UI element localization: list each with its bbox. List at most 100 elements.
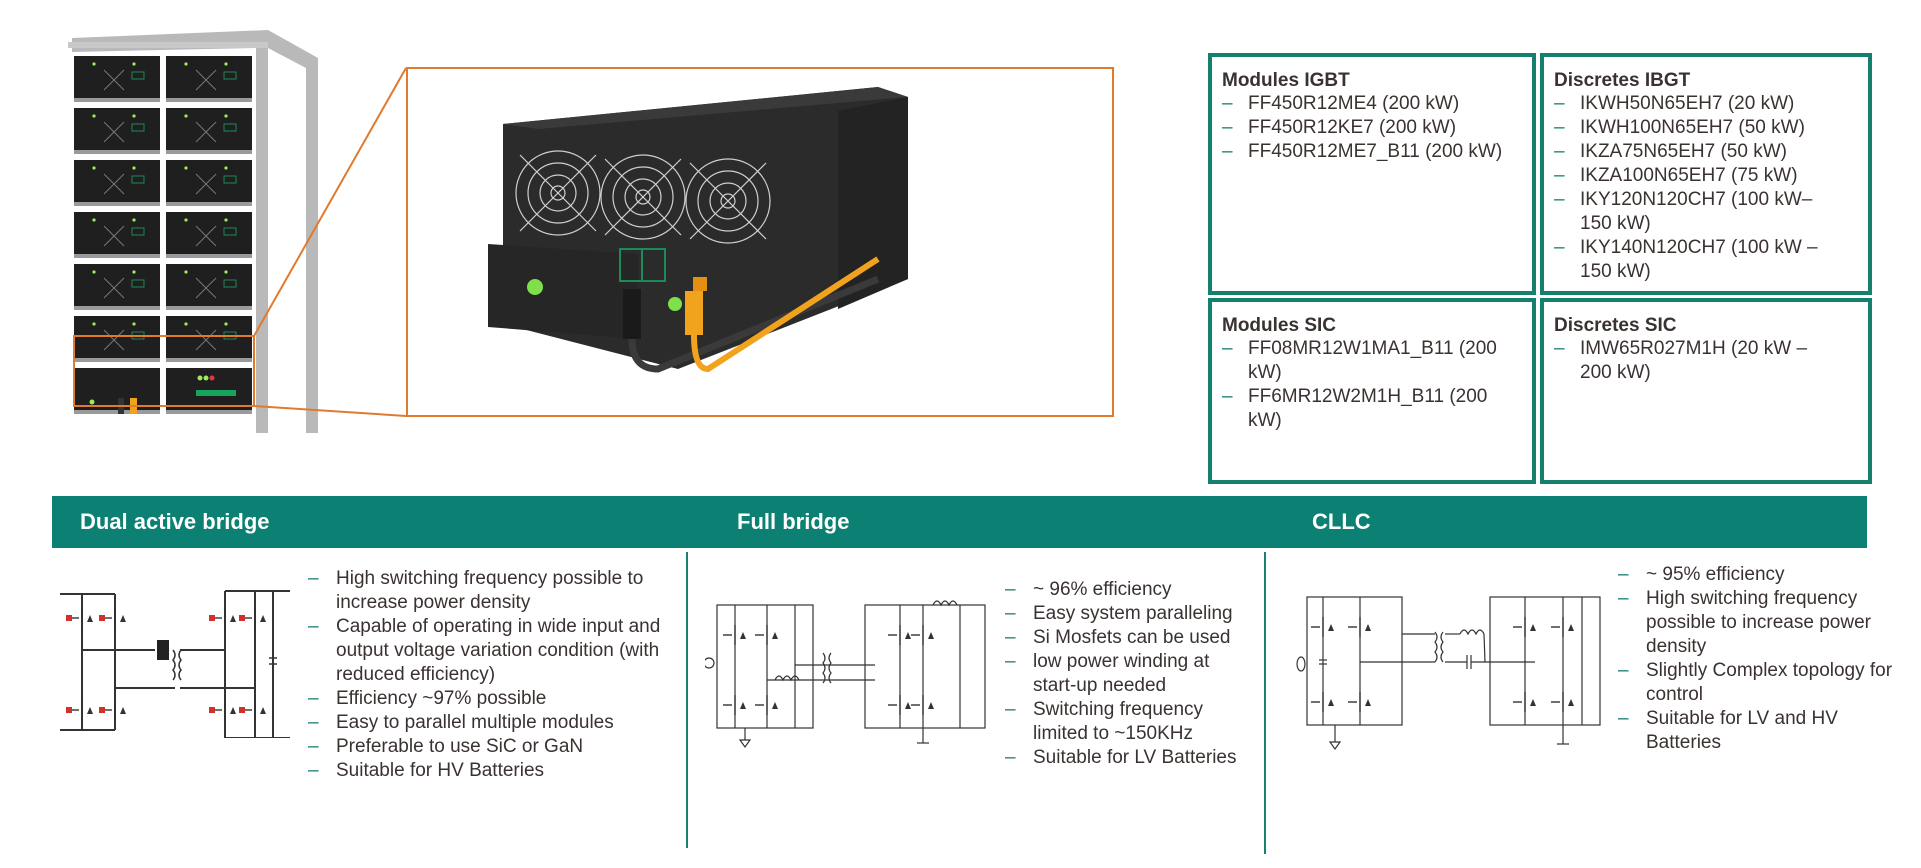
mosfet-symbol [1311,692,1334,712]
dash-bullet-icon: – [1005,627,1016,648]
list-item: –High switching frequency possible to in… [308,568,644,613]
list-item: –FF6MR12W2M1H_B11 (200 kW) [1222,386,1488,431]
modules-sic-box: Modules SIC –FF08MR12W1MA1_B11 (200 kW) … [1208,298,1536,484]
list-item: –FF450R12KE7 (200 kW) [1222,117,1457,138]
rack-module [166,264,252,310]
dash-bullet-icon: – [1005,603,1016,624]
list-item: –High switching frequency possible to in… [1618,588,1871,657]
power-converter-unit-icon [488,87,908,373]
dab-schematic [60,590,290,738]
mosfet-symbol [1513,692,1536,712]
dash-bullet-icon: – [308,616,319,637]
list-item: –IKWH100N65EH7 (50 kW) [1554,117,1805,138]
dash-bullet-icon: – [1618,588,1629,609]
fan-icon [515,150,601,236]
list-item: –Si Mosfets can be used [1005,627,1231,648]
list-item: –Switching frequency limited to ~150KHz [1005,699,1204,744]
list-item: –low power winding at start-up needed [1005,651,1210,696]
dash-bullet-icon: – [1554,189,1565,210]
rack-module [74,160,160,206]
dash-bullet-icon: – [308,760,319,781]
discretes-sic-box: Discretes SIC –IMW65R027M1H (20 kW – 200… [1540,298,1872,484]
dab-feature-list: –High switching frequency possible to in… [308,567,678,783]
dash-bullet-icon: – [308,568,319,589]
rack-module [166,56,252,102]
box-title: Discretes SIC [1554,315,1677,336]
dash-bullet-icon: – [1222,141,1233,162]
mosfet-symbol [239,608,266,628]
rack-module [166,368,252,414]
mosfet-symbol [888,625,911,645]
list-item: –Preferable to use SiC or GaN [308,736,584,757]
rack-module [166,160,252,206]
mosfet-symbol [209,608,236,628]
topology-title-dab: Dual active bridge [80,509,270,534]
list-item: –IMW65R027M1H (20 kW – 200 kW) [1554,338,1808,383]
part-list: –IKWH50N65EH7 (20 kW) –IKWH100N65EH7 (50… [1554,92,1858,284]
rack-module [74,212,160,258]
dash-bullet-icon: – [1554,141,1565,162]
list-item: –Easy to parallel multiple modules [308,712,614,733]
part-list: –FF08MR12W1MA1_B11 (200 kW) –FF6MR12W2M1… [1222,337,1522,433]
rack-module [166,212,252,258]
dash-bullet-icon: – [308,736,319,757]
dash-bullet-icon: – [1554,117,1565,138]
mosfet-symbol [723,625,746,645]
full-bridge-feature-list: –~ 96% efficiency –Easy system paralleli… [1005,578,1255,770]
dash-bullet-icon: – [1005,699,1016,720]
rack-module [74,368,160,414]
mosfet-symbol [1551,692,1574,712]
list-item: –Suitable for HV Batteries [308,760,545,781]
dash-bullet-icon: – [1554,165,1565,186]
dash-bullet-icon: – [1554,338,1565,359]
mosfet-symbol [911,695,934,715]
list-item: –IKZA75N65EH7 (50 kW) [1554,141,1787,162]
dash-bullet-icon: – [1618,660,1629,681]
mosfet-symbol [239,700,266,720]
dash-bullet-icon: – [1554,237,1565,258]
list-item: –Slightly Complex topology for control [1618,660,1893,705]
mosfet-symbol [1551,617,1574,637]
list-item: –Easy system paralleling [1005,603,1233,624]
topology-title-full-bridge: Full bridge [737,509,850,534]
part-list: –IMW65R027M1H (20 kW – 200 kW) [1554,337,1858,385]
list-item: –~ 95% efficiency [1618,564,1785,585]
discretes-igbt-box: Discretes IBGT –IKWH50N65EH7 (20 kW) –IK… [1540,53,1872,295]
mosfet-symbol [888,695,911,715]
dash-bullet-icon: – [1554,93,1565,114]
list-item: –Suitable for LV and HV Batteries [1618,708,1838,753]
part-list: –FF450R12ME4 (200 kW) –FF450R12KE7 (200 … [1222,92,1522,164]
dash-bullet-icon: – [1222,386,1233,407]
orange-connector [685,291,703,335]
dash-bullet-icon: – [1222,338,1233,359]
rack-module [74,56,160,102]
list-item: –FF08MR12W1MA1_B11 (200 kW) [1222,338,1497,383]
zoom-callout-lines [73,67,407,417]
black-connector [623,289,641,339]
fan-icon [600,154,686,240]
dash-bullet-icon: – [308,712,319,733]
list-item: –IKY140N120CH7 (100 kW – 150 kW) [1554,237,1818,282]
mosfet-symbol [1311,617,1334,637]
full-bridge-schematic [705,600,986,749]
list-item: –IKWH50N65EH7 (20 kW) [1554,93,1795,114]
box-title: Modules IGBT [1222,70,1350,91]
cllc-feature-list: –~ 95% efficiency –High switching freque… [1618,563,1903,755]
status-led [668,297,682,311]
mosfet-symbol [1513,617,1536,637]
mosfet-symbol [1348,617,1371,637]
mosfet-symbol [99,700,126,720]
status-led [527,279,543,295]
list-item: –Capable of operating in wide input and … [308,616,661,685]
topology-header-band: Dual active bridge Full bridge CLLC [52,496,1867,548]
dash-bullet-icon: – [1222,93,1233,114]
list-item: –IKY120N120CH7 (100 kW– 150 kW) [1554,189,1813,234]
rack-module [74,108,160,154]
dash-bullet-icon: – [1005,747,1016,768]
rack-module [166,316,252,362]
box-title: Modules SIC [1222,315,1337,336]
topology-title-cllc: CLLC [1312,509,1371,534]
mosfet-symbol [66,608,93,628]
dash-bullet-icon: – [1222,117,1233,138]
mosfet-symbol [755,695,778,715]
